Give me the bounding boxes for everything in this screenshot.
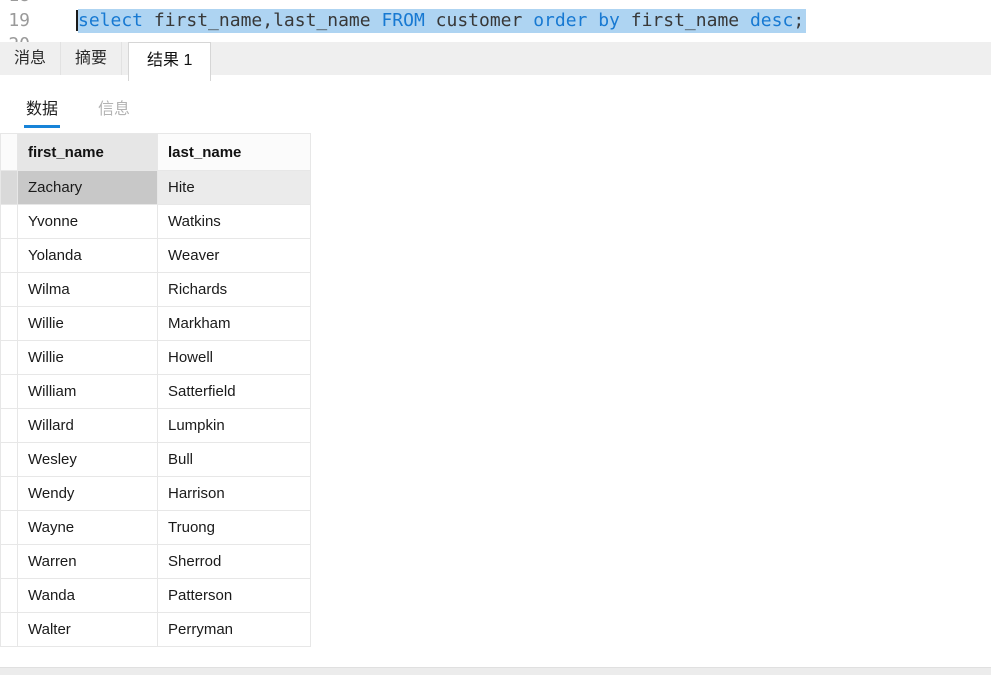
cell-last-name[interactable]: Perryman — [157, 612, 311, 647]
sql-token-plain: first_name,last_name — [143, 10, 382, 31]
cell-last-name[interactable]: Watkins — [157, 204, 311, 239]
row-selector[interactable] — [0, 408, 18, 443]
row-selector-header[interactable] — [0, 133, 18, 171]
cell-first-name[interactable]: Wayne — [17, 510, 158, 545]
result-tabbar: 消息 摘要 结果 1 — [0, 42, 991, 81]
sql-token-plain — [587, 10, 598, 31]
cell-last-name[interactable]: Truong — [157, 510, 311, 545]
cell-first-name[interactable]: Wesley — [17, 442, 158, 477]
sql-editor[interactable]: 18 19 select first_name,last_name FROM c… — [0, 0, 991, 42]
subtab-data[interactable]: 数据 — [24, 95, 61, 128]
cell-first-name[interactable]: Walter — [17, 612, 158, 647]
cell-last-name[interactable]: Richards — [157, 272, 311, 307]
sql-token-keyword: FROM — [381, 10, 425, 31]
cell-last-name[interactable]: Satterfield — [157, 374, 311, 409]
row-selector[interactable] — [0, 544, 18, 579]
result-subtabbar: 数据 信息 — [0, 75, 991, 133]
cell-first-name[interactable]: Willie — [17, 306, 158, 341]
cell-last-name[interactable]: Bull — [157, 442, 311, 477]
row-selector[interactable] — [0, 476, 18, 511]
sql-token-plain: customer — [424, 10, 534, 31]
cell-first-name[interactable]: Yvonne — [17, 204, 158, 239]
editor-line-20: 20 — [0, 32, 991, 42]
cell-last-name[interactable]: Lumpkin — [157, 408, 311, 443]
row-selector[interactable] — [0, 510, 18, 545]
row-selector[interactable] — [0, 170, 18, 205]
sql-statement[interactable]: select first_name,last_name FROM custome… — [78, 8, 807, 33]
cell-first-name[interactable]: Wanda — [17, 578, 158, 613]
editor-line-19: 19 select first_name,last_name FROM cust… — [0, 8, 991, 33]
cell-last-name[interactable]: Markham — [157, 306, 311, 341]
horizontal-scrollbar[interactable] — [0, 667, 991, 675]
subtab-info[interactable]: 信息 — [98, 101, 131, 118]
cell-first-name[interactable]: Warren — [17, 544, 158, 579]
row-selector[interactable] — [0, 340, 18, 375]
cell-last-name[interactable]: Harrison — [157, 476, 311, 511]
cell-last-name[interactable]: Hite — [157, 170, 311, 205]
row-selector[interactable] — [0, 442, 18, 477]
cell-first-name[interactable]: Willie — [17, 340, 158, 375]
line-number: 18 — [0, 0, 30, 8]
cell-first-name[interactable]: Wilma — [17, 272, 158, 307]
cell-first-name[interactable]: Yolanda — [17, 238, 158, 273]
sql-selected-text: select first_name,last_name FROM custome… — [78, 9, 807, 33]
sql-token-keyword: select — [78, 10, 144, 31]
row-selector[interactable] — [0, 612, 18, 647]
line-number: 20 — [0, 32, 30, 42]
cell-first-name[interactable]: William — [17, 374, 158, 409]
tab-messages[interactable]: 消息 — [0, 42, 62, 75]
cell-last-name[interactable]: Weaver — [157, 238, 311, 273]
cell-first-name[interactable]: Willard — [17, 408, 158, 443]
row-selector[interactable] — [0, 204, 18, 239]
row-selector[interactable] — [0, 238, 18, 273]
sql-token-plain: ; — [793, 10, 805, 31]
tab-result-1[interactable]: 结果 1 — [128, 42, 212, 81]
cell-first-name[interactable]: Wendy — [17, 476, 158, 511]
sql-token-keyword: desc — [749, 10, 794, 31]
sql-token-keyword: by — [598, 10, 620, 31]
editor-line-18: 18 — [0, 0, 991, 8]
sql-token-keyword: order — [533, 10, 588, 31]
column-header-last-name[interactable]: last_name — [157, 133, 311, 171]
sql-token-plain: first_name — [619, 10, 750, 31]
row-selector[interactable] — [0, 306, 18, 341]
cell-last-name[interactable]: Howell — [157, 340, 311, 375]
row-selector[interactable] — [0, 374, 18, 409]
cell-first-name[interactable]: Zachary — [17, 170, 158, 205]
cell-last-name[interactable]: Patterson — [157, 578, 311, 613]
row-selector[interactable] — [0, 272, 18, 307]
cell-last-name[interactable]: Sherrod — [157, 544, 311, 579]
header-row: first_name last_name — [0, 133, 311, 171]
tab-summary[interactable]: 摘要 — [61, 42, 123, 75]
row-selector[interactable] — [0, 578, 18, 613]
text-caret — [76, 10, 78, 31]
line-number: 19 — [8, 10, 30, 31]
column-header-first-name[interactable]: first_name — [17, 133, 158, 171]
